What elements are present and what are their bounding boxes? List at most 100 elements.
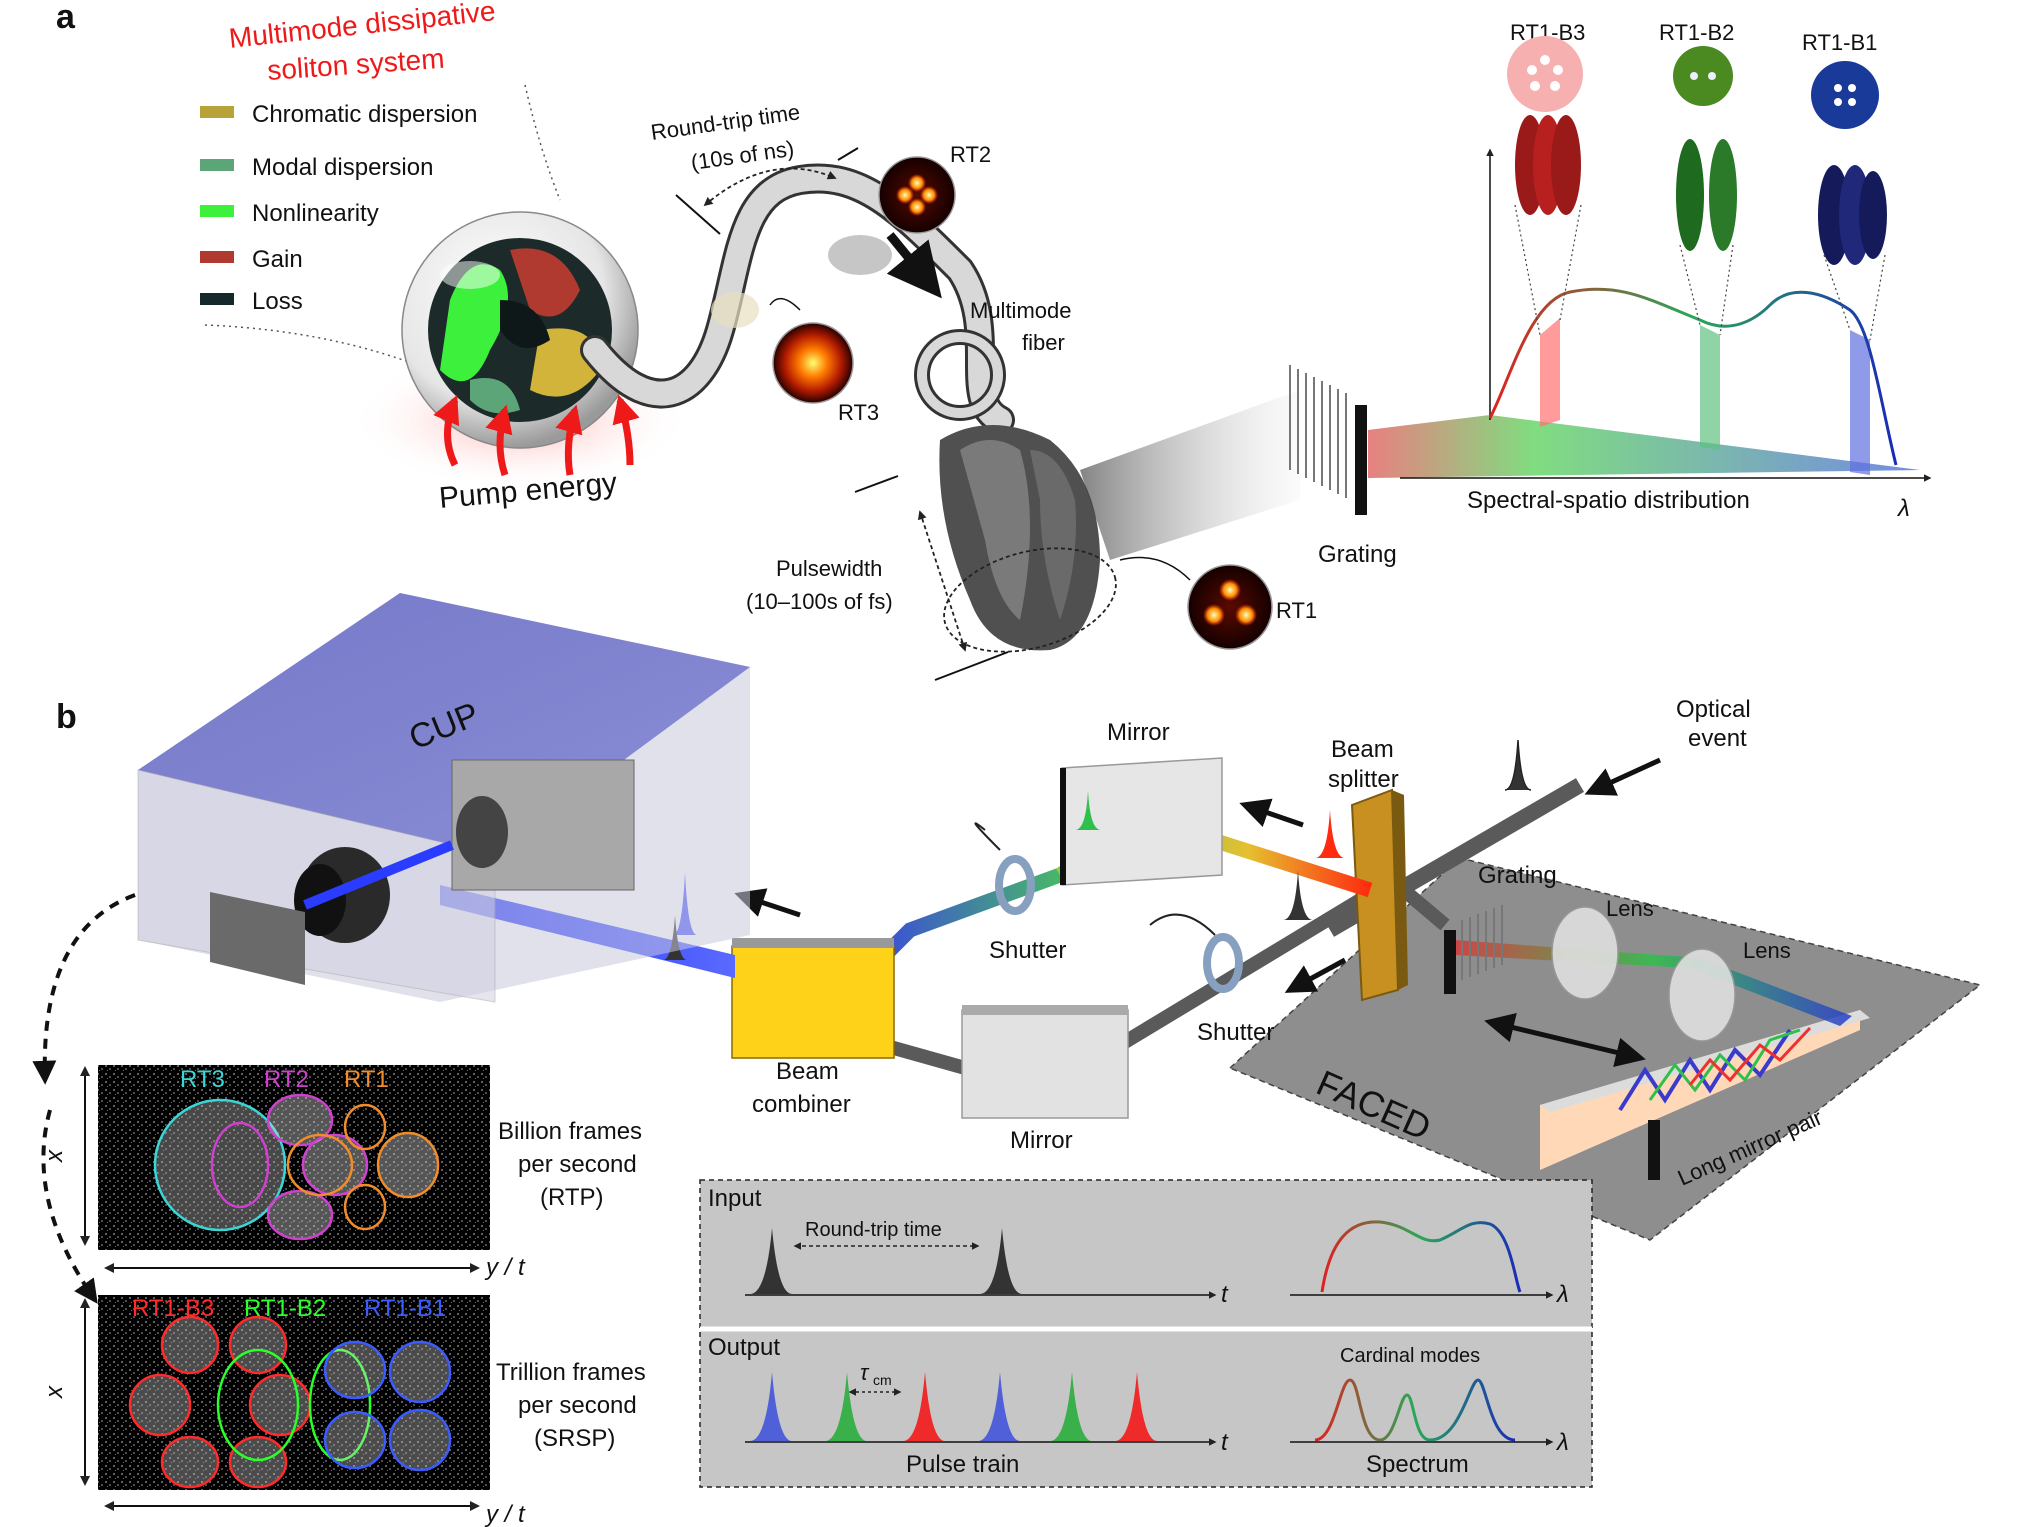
band-b1-fill (1850, 330, 1870, 475)
lens-1 (1551, 906, 1619, 1000)
faced-translation-arrow (1484, 1013, 1646, 1067)
rt3-mode-image (772, 322, 854, 404)
legend-leader-line (204, 324, 431, 371)
legend: Chromatic dispersion Modal dispersion No… (200, 101, 477, 315)
cup-enclosure (137, 593, 750, 1003)
shutter-2 (1149, 913, 1243, 993)
beam-splitter-label-line2: splitter (1328, 766, 1399, 793)
band-projection-lines (1514, 204, 1886, 341)
grating-a (1289, 365, 1367, 515)
propagation-arrow (886, 232, 942, 299)
lens-2 (1668, 948, 1736, 1042)
grating-b (1444, 905, 1503, 994)
srsp-red-regions (128, 1315, 312, 1489)
lens-2-label: Lens (1743, 938, 1791, 963)
legend-label-chromatic: Chromatic dispersion (252, 101, 477, 128)
system-title: Multimode dissipative soliton system (227, 0, 496, 86)
splitter-pulse-grey (1283, 870, 1313, 920)
box-input-pulse-1 (750, 1228, 792, 1294)
rt1-leader (1119, 556, 1191, 581)
title-leader-line (524, 84, 561, 201)
rtp-outline-rt1-3 (376, 1131, 440, 1199)
optical-event-label-line2: event (1688, 725, 1747, 752)
band-b1-label: RT1-B1 (1802, 30, 1877, 55)
band-b3-fill (1540, 318, 1560, 427)
grating-a-label: Grating (1318, 541, 1397, 568)
srsp-rate-line2: per second (518, 1392, 637, 1419)
rt1-mode-image (1187, 564, 1273, 650)
srsp-yt-label: y / t (484, 1501, 526, 1527)
mirror-bottom-label: Mirror (1010, 1127, 1073, 1154)
roundtrip-tick-right (837, 147, 859, 161)
multimode-fiber-label-line2: fiber (1022, 330, 1065, 355)
rtp-x-label: x (41, 1149, 68, 1163)
rtp-outline-rt1-2 (286, 1133, 354, 1197)
rt2-mode-image (878, 156, 956, 234)
box-tau-subscript: cm (873, 1372, 892, 1388)
rtp-rate-line2: per second (518, 1151, 637, 1178)
srsp-rate-line1: Trillion frames (496, 1359, 646, 1386)
legend-swatch-gain (200, 251, 234, 263)
band-b1-mode-image (1811, 61, 1879, 129)
rtp-label-rt1: RT1 (344, 1066, 389, 1093)
cup-camera-lens (456, 796, 508, 868)
upper-direction-arrow (1239, 798, 1304, 828)
cup-output-arrow-1 (32, 893, 136, 1085)
box-input-spectrum-curve (1320, 1220, 1522, 1293)
srsp-x-label: x (41, 1385, 68, 1399)
rtp-outline-rt2-2 (210, 1121, 270, 1209)
spectrum-lambda: λ (1896, 495, 1910, 522)
rtp-outline-rt1-1 (343, 1103, 387, 1151)
legend-label-modal: Modal dispersion (252, 154, 433, 181)
output-pulse-3d (939, 425, 1100, 651)
legend-label-gain: Gain (252, 246, 303, 273)
band-b2-mode-image (1673, 46, 1733, 106)
band-b2-label: RT1-B2 (1659, 20, 1734, 45)
box-tau-label: τ (860, 1360, 870, 1385)
cup-output-arrow-2 (41, 1109, 98, 1304)
mirror-pulse-green (1075, 790, 1101, 830)
fiber-pulse-blob-1 (711, 292, 759, 328)
srsp-label-b1: RT1-B1 (364, 1295, 446, 1322)
pulsewidth-tick-bottom (934, 651, 1009, 681)
fiber-output-beam (1080, 390, 1300, 560)
legend-label-loss: Loss (252, 288, 303, 315)
lens-1-label: Lens (1606, 896, 1654, 921)
band-b1-pulse (1818, 165, 1887, 265)
roundtrip-label-line2: (10s of ns) (689, 136, 795, 175)
rtp-outline-rt2-3 (266, 1189, 334, 1241)
shutter-2-label: Shutter (1197, 1019, 1274, 1046)
box-output-spectrum-curve (1314, 1378, 1516, 1442)
fiber-pulse-blob-2 (828, 235, 892, 275)
box-output-lambda-label: λ (1555, 1429, 1569, 1456)
input-pulse-icon (1504, 739, 1532, 791)
box-input-pulse-2 (980, 1228, 1022, 1294)
mirror-bottom (961, 1009, 1129, 1119)
lower-return-beam (1116, 882, 1384, 1051)
legend-swatch-nonlinearity (200, 205, 234, 217)
faced-zigzag-blue (1618, 1028, 1792, 1112)
spectrum-curve (1488, 287, 1898, 466)
roundtrip-tick-left (675, 194, 721, 235)
pump-arrows (433, 394, 640, 477)
spectral-fan (1368, 415, 1920, 478)
rtp-outline-rt2-1 (266, 1093, 334, 1147)
splitter-pulse-red (1315, 810, 1345, 858)
legend-swatch-loss (200, 293, 234, 305)
srsp-green-regions (216, 1348, 372, 1462)
legend-swatch-chromatic (200, 106, 234, 118)
rtp-rate-line3: (RTP) (540, 1184, 604, 1211)
box-spectrum-label: Spectrum (1366, 1451, 1469, 1478)
lower-direction-arrow (1284, 957, 1347, 993)
panel-b-letter: b (56, 698, 77, 736)
rt3-leader (769, 297, 801, 311)
srsp-label-b2: RT1-B2 (244, 1295, 326, 1322)
rtp-outline-rt1-4 (343, 1183, 387, 1231)
rtp-yt-label: y / t (484, 1254, 526, 1281)
box-pulse-train-label: Pulse train (906, 1451, 1019, 1478)
pulsewidth-label-line2: (10–100s of fs) (746, 589, 893, 614)
beam-combiner-label-line2: combiner (752, 1091, 851, 1118)
pulsewidth-arrow (917, 510, 968, 652)
shutter-1 (974, 822, 1035, 915)
long-mirror-front (1540, 1010, 1860, 1170)
